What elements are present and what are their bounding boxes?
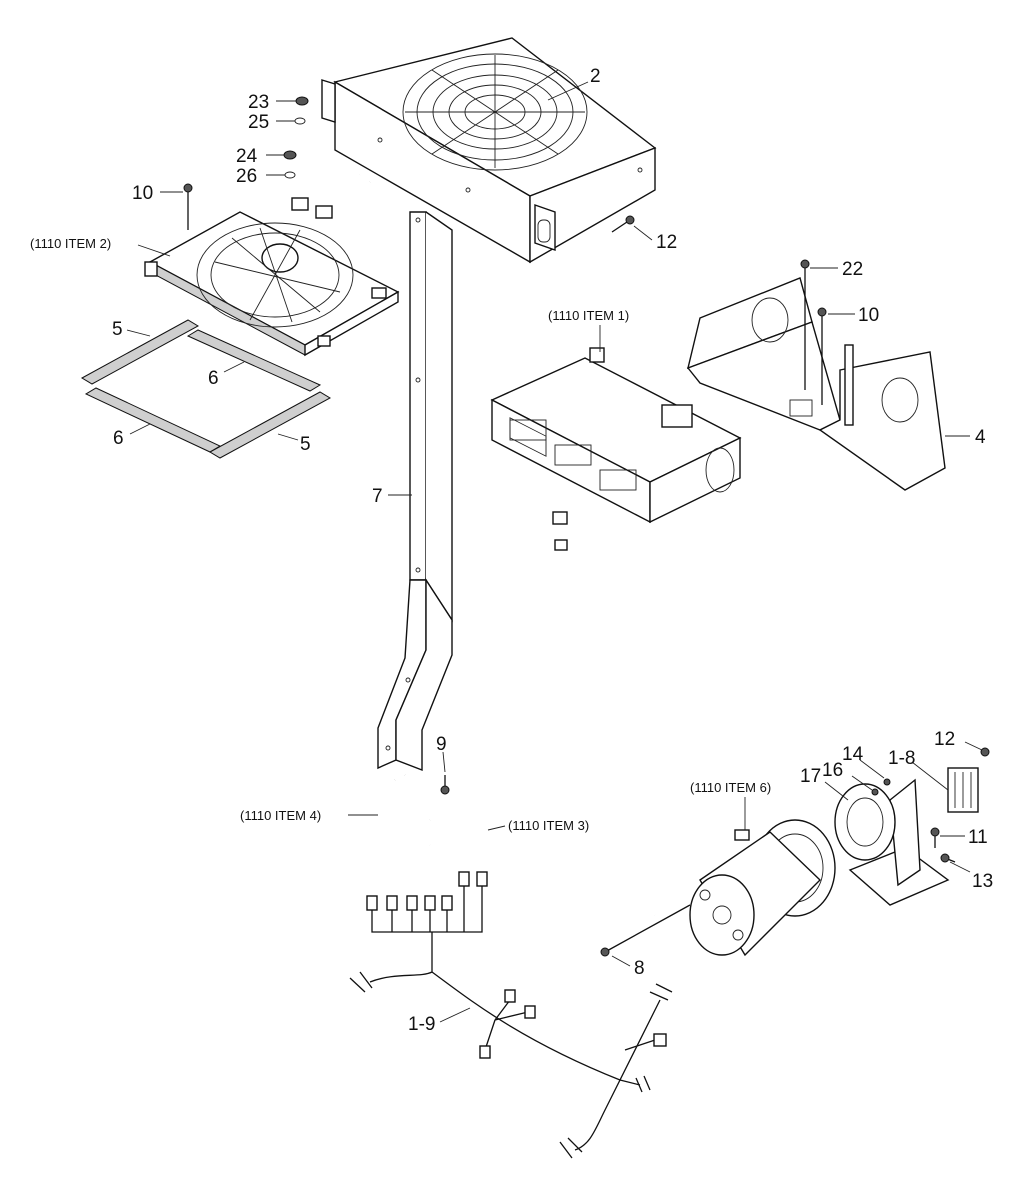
callout-12: 12 xyxy=(656,232,677,253)
callout-1-8: 1-8 xyxy=(888,748,915,769)
compressor-mount xyxy=(834,767,979,906)
callout-4: 4 xyxy=(975,427,986,448)
callout-2: 2 xyxy=(590,66,601,87)
condenser-fan-unit xyxy=(144,211,400,357)
callout-22: 22 xyxy=(842,259,863,280)
callout-10: 10 xyxy=(132,183,153,204)
callout-16: 16 xyxy=(822,760,843,781)
ref-item-6: (1110 ITEM 6) xyxy=(690,780,771,795)
condenser-hoses xyxy=(291,173,371,219)
leader-lines xyxy=(126,81,983,1023)
callout-25: 25 xyxy=(248,112,269,133)
callout-1-9: 1-9 xyxy=(408,1014,435,1035)
side-bracket xyxy=(686,277,946,491)
ref-item-3: (1110 ITEM 3) xyxy=(508,818,589,833)
callout-11: 11 xyxy=(968,827,988,848)
callout-9: 9 xyxy=(436,734,447,755)
reference-labels: (1110 ITEM 2) (1110 ITEM 1) (1110 ITEM 4… xyxy=(30,236,771,833)
wiring-harness xyxy=(349,871,673,1159)
condenser-housing xyxy=(321,37,657,264)
mounting-bracket xyxy=(377,211,453,772)
callout-10-bracket: 10 xyxy=(858,305,879,326)
callout-23: 23 xyxy=(248,92,269,113)
refrigerant-hoses xyxy=(376,511,656,917)
evaporator-unit xyxy=(490,347,742,524)
small-fasteners xyxy=(283,96,309,179)
callout-5-bottom: 5 xyxy=(300,434,311,455)
callout-6-left: 6 xyxy=(113,428,124,449)
callout-17: 17 xyxy=(800,766,821,787)
callout-5-top: 5 xyxy=(112,319,123,340)
callout-26: 26 xyxy=(236,166,257,187)
bolts xyxy=(183,183,990,957)
callout-labels: 2 23 25 24 26 10 12 22 10 4 5 6 6 5 7 9 … xyxy=(112,66,993,1035)
ref-item-4: (1110 ITEM 4) xyxy=(240,808,321,823)
callout-14: 14 xyxy=(842,744,864,765)
compressor xyxy=(689,819,836,957)
callout-6-right: 6 xyxy=(208,368,219,389)
callout-13: 13 xyxy=(972,871,993,892)
ref-item-1: (1110 ITEM 1) xyxy=(548,308,629,323)
seal-strips xyxy=(80,319,332,459)
callout-12-compressor: 12 xyxy=(934,729,955,750)
callout-24: 24 xyxy=(236,146,258,167)
ref-item-2: (1110 ITEM 2) xyxy=(30,236,111,251)
callout-7: 7 xyxy=(372,486,383,507)
callout-8: 8 xyxy=(634,958,645,979)
